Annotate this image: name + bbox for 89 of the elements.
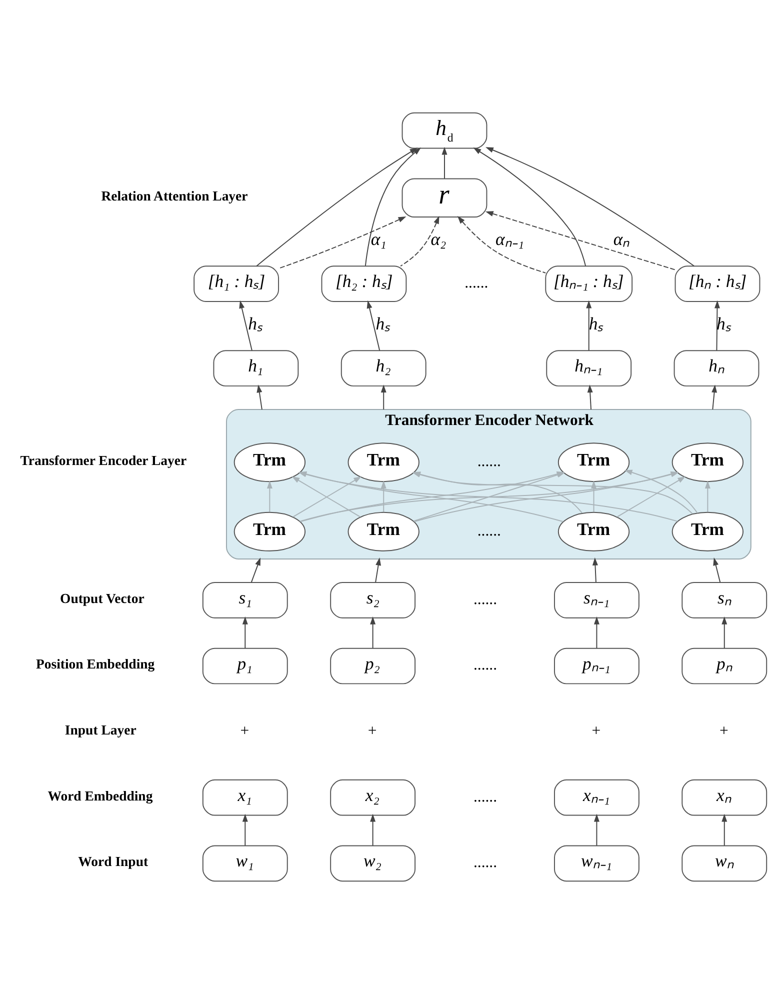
node-box: s₂ [330, 582, 416, 618]
arrow [250, 558, 260, 583]
arrow [594, 814, 600, 846]
node-box: wₙ [682, 845, 768, 882]
arrow [722, 616, 728, 649]
arrow [587, 384, 593, 410]
arrow [400, 216, 440, 267]
label: Input Layer [64, 722, 136, 738]
arrow [380, 384, 386, 410]
arrow [256, 148, 418, 266]
node-box: sₙ [682, 582, 768, 618]
node-box: r [402, 178, 488, 218]
node-box: h₂ [340, 350, 426, 386]
node-box: [hₙ : hₛ] [674, 266, 760, 302]
arrow [370, 814, 376, 846]
arrow [714, 300, 720, 351]
node-box: pₙ [682, 648, 768, 684]
arrow [375, 558, 382, 583]
node-ellipse: Trm [234, 512, 306, 552]
label: ...... [473, 788, 498, 806]
node-box: w₂ [330, 845, 416, 882]
label: ...... [473, 590, 498, 608]
arrow [592, 557, 598, 583]
node-box: hₙ₋₁ [546, 350, 632, 386]
arrow [366, 300, 380, 351]
arrow [713, 558, 721, 583]
edge-label: αₙ [613, 228, 630, 249]
node-box: x₁ [202, 779, 288, 816]
edge-label: α₂ [430, 228, 446, 249]
label: + [592, 722, 601, 740]
node-box: p₁ [202, 648, 288, 684]
node-box: s₁ [202, 582, 288, 618]
arrow [591, 480, 597, 513]
arrow [364, 147, 422, 266]
arrow [616, 476, 686, 518]
edge-label: α₁ [370, 228, 386, 249]
label: ...... [464, 274, 488, 292]
node-box: h$_{d}$ [402, 112, 488, 149]
arrow [473, 148, 586, 267]
edge-label: hₛ [588, 313, 603, 334]
node-box: sₙ₋₁ [554, 582, 640, 618]
label: ...... [473, 854, 498, 872]
label: Transformer Encoder Layer [20, 452, 187, 468]
node-box: w₁ [202, 845, 288, 882]
arrow [266, 480, 272, 513]
label: + [719, 722, 728, 740]
node-box: p₂ [330, 648, 416, 684]
node-box: xₙ₋₁ [554, 779, 640, 816]
arrow [256, 384, 262, 410]
arrow [586, 300, 592, 351]
arrow [380, 480, 386, 513]
arrow [242, 616, 248, 649]
node-box: wₙ₋₁ [554, 845, 640, 882]
node-box: [hₙ₋₁ : hₛ] [545, 266, 633, 302]
node-box: [h₂ : hₛ] [321, 266, 407, 302]
arrow [242, 814, 248, 846]
node-ellipse: Trm [558, 512, 630, 552]
label: Word Input [78, 854, 148, 870]
arrow [722, 814, 728, 846]
arrow [370, 616, 376, 649]
arrow [442, 146, 448, 180]
label: + [368, 722, 377, 740]
label: Relation Attention Layer [101, 188, 248, 204]
arrow [485, 211, 676, 270]
label: ...... [477, 522, 501, 540]
label: Word Embedding [48, 788, 153, 804]
arrow [704, 480, 710, 513]
edge-label: hₛ [376, 313, 390, 334]
arrow [239, 300, 252, 351]
node-box: h₁ [213, 350, 299, 386]
label: ...... [477, 453, 501, 470]
arrow [278, 216, 406, 269]
node-box: xₙ [682, 779, 768, 816]
node-box: [h₁ : hₛ] [194, 266, 280, 302]
label: + [240, 722, 250, 740]
node-box: hₙ [674, 350, 760, 386]
node-box: pₙ₋₁ [554, 648, 640, 684]
label: ...... [473, 656, 498, 674]
arrow [457, 216, 546, 274]
label: Output Vector [60, 590, 144, 606]
node-ellipse: Trm [672, 512, 744, 552]
node-ellipse: Trm [348, 512, 420, 552]
edge-label: αₙ₋₁ [496, 228, 524, 249]
node-box: x₂ [330, 779, 416, 816]
arrow [486, 147, 695, 266]
label: Position Embedding [36, 656, 155, 672]
arrow [712, 384, 718, 410]
edge-label: hₛ [248, 313, 262, 334]
arrow [594, 616, 600, 649]
